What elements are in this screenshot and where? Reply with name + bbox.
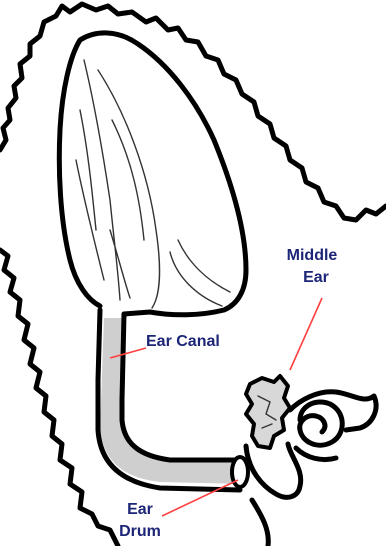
pinna-fold-lines	[76, 60, 230, 308]
middle-ear-label-line1: Middle	[287, 247, 338, 264]
inner-ear-tube	[296, 448, 336, 460]
ear-drum-label-line2: Drum	[119, 523, 161, 540]
inner-ear-outline	[246, 444, 301, 497]
cochlea-spiral	[300, 402, 343, 445]
middle-ear-leader	[290, 298, 322, 370]
ear-drum-label-line1: Ear	[127, 501, 153, 518]
middle-ear-shape	[246, 376, 290, 448]
neck-lower-line	[252, 500, 268, 546]
middle-ear-label-line2: Ear	[303, 269, 329, 286]
ear-canal-label: Ear Canal	[146, 333, 220, 350]
ear-drum-leader	[162, 480, 238, 516]
